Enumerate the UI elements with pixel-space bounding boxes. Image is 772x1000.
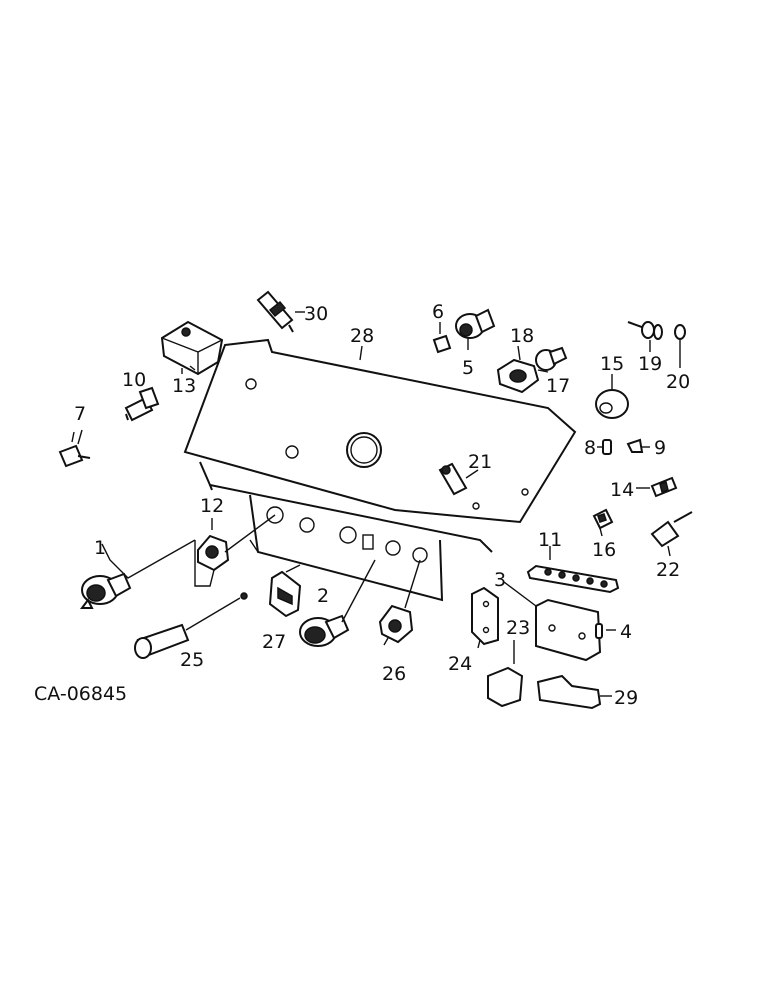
part-6-fitting — [432, 334, 452, 354]
part-20-washer — [674, 324, 686, 340]
callout-25: 25 — [180, 649, 204, 671]
gauge-opening — [346, 432, 382, 468]
callout-5: 5 — [462, 357, 474, 379]
part-19-bolt — [627, 321, 663, 340]
panel-slot — [362, 534, 374, 550]
part-15-gauge — [595, 389, 629, 419]
part-26-receptacle — [378, 604, 414, 646]
panel-hole — [299, 517, 315, 533]
callout-30: 30 — [304, 303, 328, 325]
part-29-bracket — [536, 674, 602, 710]
callout-16: 16 — [592, 539, 616, 561]
part-14-fitting — [650, 476, 678, 498]
panel-hole — [412, 547, 428, 563]
part-23-block — [487, 666, 524, 708]
callout-12: 12 — [200, 495, 224, 517]
part-7-switch — [58, 431, 91, 468]
part-27-rocker-switch — [268, 570, 302, 618]
part-11-terminal-strip — [526, 564, 620, 594]
part-21-switch — [438, 462, 480, 510]
callout-2: 2 — [317, 585, 329, 607]
panel-hole — [266, 506, 284, 524]
instrument-panel — [183, 338, 577, 602]
part-2-switch — [299, 614, 350, 647]
part-13-block — [160, 320, 224, 376]
callout-21: 21 — [468, 451, 492, 473]
part-17-sender — [535, 346, 568, 371]
panel-hole — [339, 526, 357, 544]
callout-1: 1 — [94, 537, 106, 559]
callout-27: 27 — [262, 631, 286, 653]
callout-9: 9 — [654, 437, 666, 459]
callout-29: 29 — [614, 687, 638, 709]
part-3-plate — [535, 598, 602, 662]
part-24-plate — [471, 586, 499, 646]
callout-10: 10 — [122, 369, 146, 391]
callout-28: 28 — [350, 325, 374, 347]
part-30-sender — [256, 290, 294, 333]
part-10-fitting — [124, 386, 160, 422]
part-22-sender — [650, 511, 693, 548]
panel-hole — [385, 540, 401, 556]
callout-6: 6 — [432, 301, 444, 323]
callout-13: 13 — [172, 375, 196, 397]
callout-14: 14 — [610, 479, 634, 501]
callout-19: 19 — [638, 353, 662, 375]
callout-7: 7 — [74, 403, 86, 425]
callout-18: 18 — [510, 325, 534, 347]
callout-26: 26 — [382, 663, 406, 685]
part-4-pin — [595, 623, 603, 639]
callout-17: 17 — [546, 375, 570, 397]
callout-11: 11 — [538, 529, 562, 551]
part-8-clip — [602, 439, 612, 455]
part-18-lens — [496, 358, 540, 394]
callout-3: 3 — [494, 569, 506, 591]
callout-4: 4 — [620, 621, 632, 643]
callout-23: 23 — [506, 617, 530, 639]
part-16-fitting — [592, 508, 614, 530]
callout-8: 8 — [584, 437, 596, 459]
part-1-switch — [80, 572, 132, 609]
callout-15: 15 — [600, 353, 624, 375]
callout-24: 24 — [448, 653, 472, 675]
part-9-clip — [626, 438, 644, 453]
part-25-lighter — [134, 592, 248, 659]
part-5-sender — [455, 308, 496, 339]
callout-22: 22 — [656, 559, 680, 581]
part-12-receptacle — [197, 534, 230, 572]
figure-code: CA-06845 — [34, 683, 127, 705]
callout-20: 20 — [666, 371, 690, 393]
